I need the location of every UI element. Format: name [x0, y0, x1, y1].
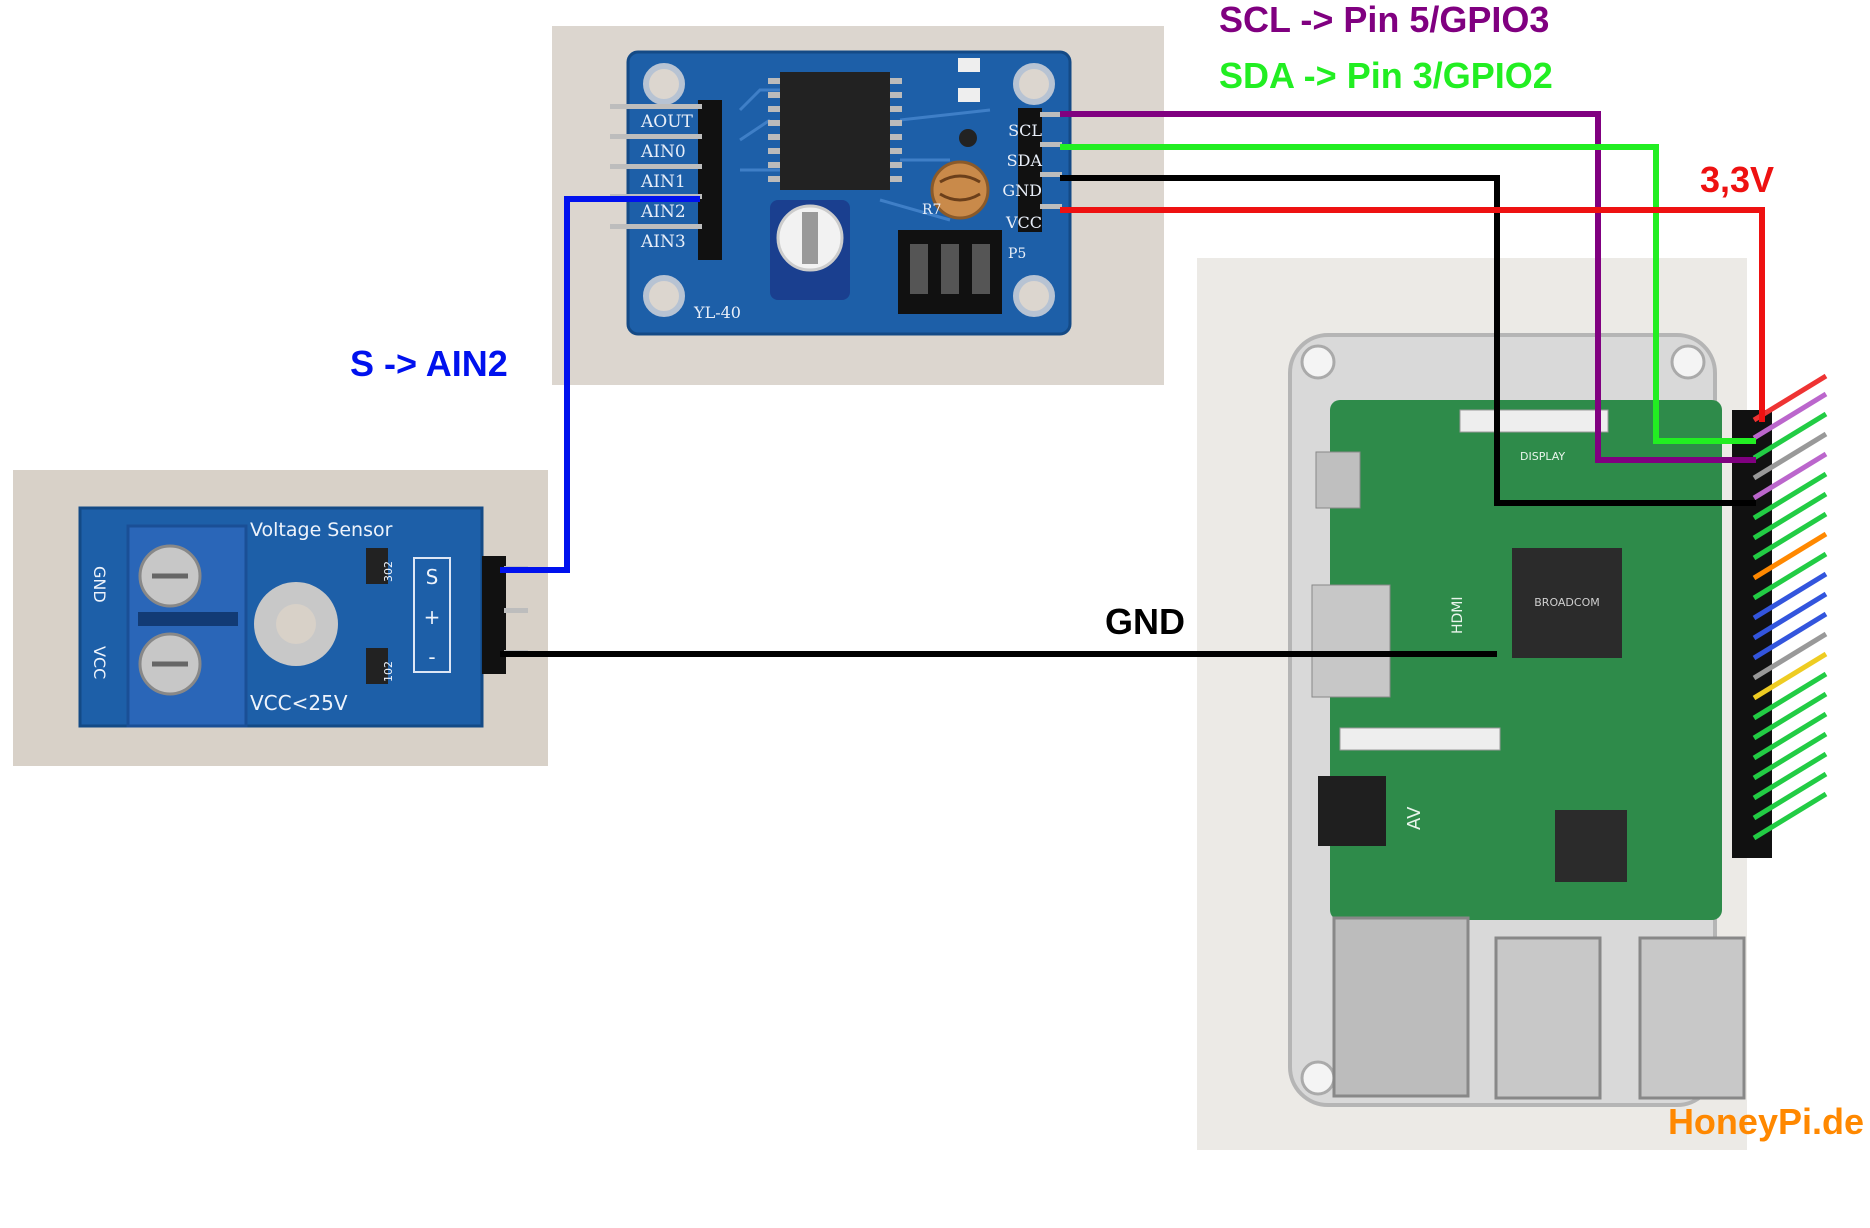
led: [958, 88, 980, 102]
hdmi-label: HDMI: [1450, 596, 1466, 634]
soc-chip-label: BROADCOM: [1534, 596, 1599, 609]
pin-label-ain2: AIN2: [640, 202, 686, 222]
pcf8591-chip: [768, 72, 902, 190]
pin-label-scl: SCL: [1008, 121, 1042, 140]
pin-label-minus: -: [428, 645, 435, 669]
terminal-label-gnd: GND: [90, 566, 109, 603]
potentiometer: [770, 200, 850, 300]
micro-usb-port: [1315, 451, 1361, 509]
label-gnd: GND: [1105, 601, 1185, 642]
ldr-sensor: [930, 160, 990, 220]
soc-chip: [1512, 548, 1622, 658]
wire-vcc: [1060, 207, 1765, 422]
hdmi-port: [1311, 584, 1391, 698]
pi-board: [1330, 400, 1722, 920]
sensor-rating: VCC<25V: [250, 691, 348, 715]
ref-r7: R7: [922, 202, 941, 218]
display-label: DISPLAY: [1520, 450, 1565, 463]
resistor: [366, 648, 388, 684]
led: [958, 58, 980, 72]
resistor-code-1: 302: [382, 561, 395, 582]
pin-label-ain3: AIN3: [640, 232, 686, 252]
usb-controller-chip: [1555, 810, 1627, 882]
label-scl: SCL -> Pin 5/GPIO3: [1219, 0, 1549, 40]
wire-sda: [1060, 144, 1756, 444]
pin-label-gnd: GND: [1002, 181, 1042, 200]
wire-scl: [1060, 111, 1756, 463]
resistor: [366, 548, 388, 584]
wire-signal: [500, 196, 700, 573]
pin-label-ain1: AIN1: [640, 172, 686, 192]
pin-label-vcc: VCC: [1005, 213, 1042, 232]
gpio-header: [1732, 373, 1828, 858]
usb-port: [1494, 936, 1602, 1100]
wires: [500, 111, 1765, 657]
label-3v3: 3,3V: [1700, 159, 1774, 200]
pin-label-ain0: AIN0: [640, 142, 686, 162]
pin-label-sda: SDA: [1007, 151, 1043, 170]
pin-label-box: [413, 557, 451, 673]
pcf8591-right-header: [1018, 108, 1062, 232]
usb-port: [1638, 936, 1746, 1100]
pin-label-aout: AOUT: [640, 112, 694, 132]
watermark-honeypi: HoneyPi.de: [1668, 1101, 1864, 1142]
ref-p5: P5: [1008, 246, 1026, 262]
av-label: AV: [1404, 806, 1425, 830]
voltage-sensor-photo: 302 102 S + - Voltage Sensor VCC<25V GND…: [13, 470, 548, 766]
label-sda: SDA -> Pin 3/GPIO2: [1219, 55, 1553, 96]
pcf8591-photo: AOUT AIN0 AIN1 AIN2 AIN3 SCL SDA GND VCC…: [552, 26, 1164, 385]
jumper-block: [898, 230, 1002, 314]
resistor-code-2: 102: [382, 661, 395, 682]
sensor-title: Voltage Sensor: [250, 519, 393, 541]
terminal-label-vcc: VCC: [90, 646, 109, 679]
board-name: YL-40: [693, 303, 741, 322]
thermistor: [959, 129, 977, 147]
ethernet-port: [1332, 916, 1470, 1098]
raspberry-pi-photo: DISPLAY BROADCOM HDMI AV: [1197, 258, 1828, 1150]
display-connector: [1459, 409, 1609, 433]
pin-label-plus: +: [424, 605, 441, 629]
audio-jack: [1318, 776, 1386, 846]
screw-terminal: [126, 524, 248, 728]
mounting-ring: [254, 582, 338, 666]
camera-connector: [1339, 727, 1501, 751]
label-s-ain2: S -> AIN2: [350, 343, 508, 384]
wire-gnd-pcf: [1060, 175, 1756, 506]
pin-label-s: S: [426, 565, 439, 589]
